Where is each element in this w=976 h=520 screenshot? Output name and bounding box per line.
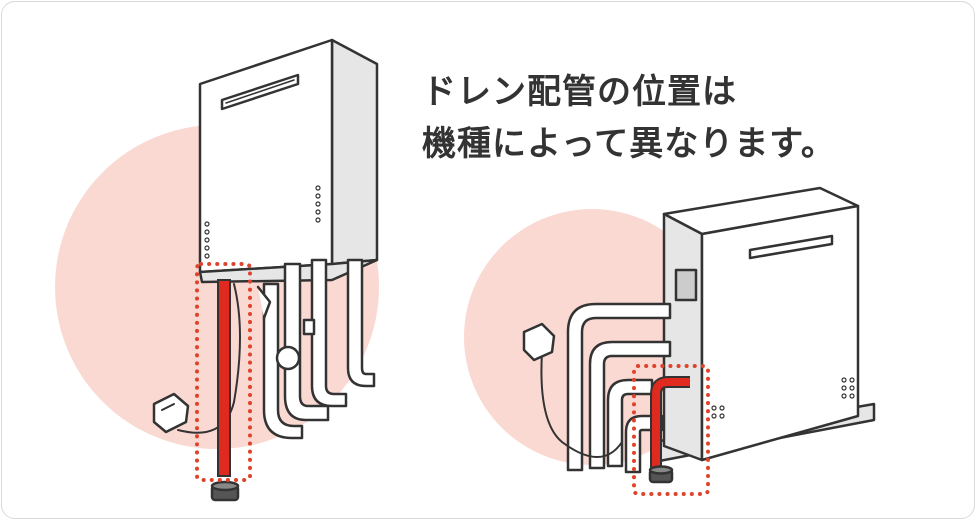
left-drain-cup bbox=[210, 480, 240, 502]
unit-side-panel bbox=[330, 38, 379, 266]
unit-front-face bbox=[700, 204, 860, 462]
side-dots bbox=[204, 185, 321, 259]
power-plug bbox=[152, 392, 190, 434]
power-cord bbox=[177, 283, 241, 434]
caption-text: ドレン配管の位置は 機種によって異なります。 bbox=[422, 66, 862, 170]
side-junction-box bbox=[674, 268, 698, 302]
wall-mounted-unit bbox=[152, 38, 379, 440]
left-drain-pipe bbox=[217, 279, 231, 477]
front-vent bbox=[748, 234, 834, 260]
unit-front-panel bbox=[198, 38, 334, 274]
right-power-cord bbox=[540, 351, 623, 458]
right-power-plug bbox=[522, 322, 556, 362]
front-dots bbox=[711, 377, 855, 419]
caption-line-1: ドレン配管の位置は bbox=[422, 72, 737, 112]
left-drain-highlight bbox=[195, 262, 252, 482]
right-drain-pipe bbox=[652, 378, 690, 472]
caption-line-2: 機種によって異なります。 bbox=[422, 124, 836, 164]
water-pipes bbox=[256, 258, 376, 440]
right-drain-highlight bbox=[632, 364, 710, 496]
unit-left-side bbox=[662, 212, 704, 462]
right-drain-cup bbox=[648, 465, 674, 484]
